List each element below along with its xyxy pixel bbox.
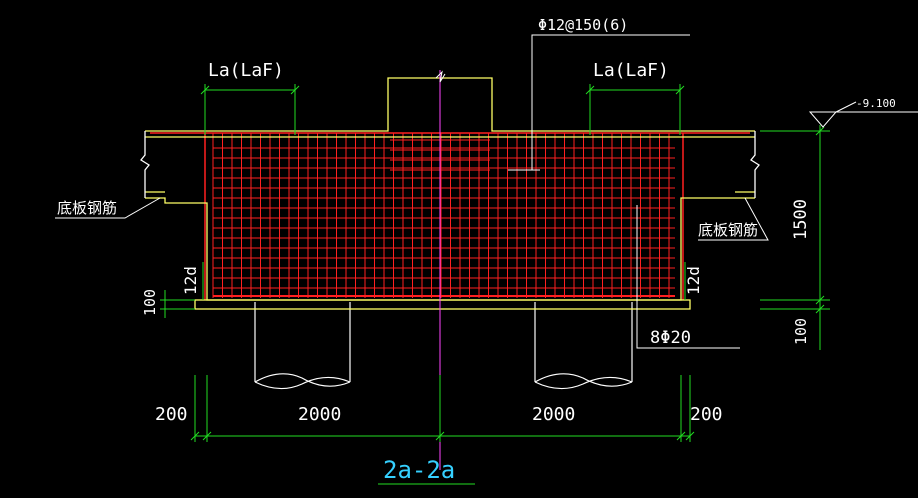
anchor-right-label: La(LaF) xyxy=(593,60,669,81)
concrete-outline xyxy=(140,77,760,310)
dim-height-1500: 1500 xyxy=(791,199,811,240)
dim-right-100: 100 xyxy=(792,318,810,345)
dev-left-label: 12d xyxy=(181,266,200,295)
dim-bottom-2: 2000 xyxy=(532,404,575,425)
anchorage-dims xyxy=(200,84,685,135)
pile-left xyxy=(254,302,351,390)
dim-left-100: 100 xyxy=(141,289,159,316)
dim-bottom-1: 2000 xyxy=(298,404,341,425)
cap-outline xyxy=(145,77,755,132)
elevation-label: -9.100 xyxy=(856,97,896,110)
cushion-layer xyxy=(194,299,691,310)
rebar-cage xyxy=(150,132,750,300)
cap-body-outline xyxy=(145,197,755,301)
left-cushion-dim xyxy=(160,290,195,318)
dim-bottom-3: 200 xyxy=(690,404,723,425)
dim-bottom-0: 200 xyxy=(155,404,188,425)
stirrup-callout: Φ12@150(6) xyxy=(538,16,628,34)
slab-rebar-right-label: 底板钢筋 xyxy=(698,221,758,239)
slab-rebar-left-label: 底板钢筋 xyxy=(57,199,117,217)
section-title: 2a-2a xyxy=(383,456,455,484)
dev-right-label: 12d xyxy=(684,266,703,295)
piles xyxy=(254,302,633,390)
right-height-dims xyxy=(760,125,830,350)
pile-right xyxy=(534,302,633,390)
elevation-mark xyxy=(808,101,918,128)
bottom-callout-leader xyxy=(636,205,740,349)
anchor-left-label: La(LaF) xyxy=(208,60,284,81)
bottom-dim-chain xyxy=(190,375,695,442)
dev-length-dims xyxy=(202,262,686,300)
top-callout-leader xyxy=(508,34,690,171)
slab-rebar-leaders xyxy=(55,197,769,241)
bottom-bar-callout: 8Φ20 xyxy=(650,328,691,348)
